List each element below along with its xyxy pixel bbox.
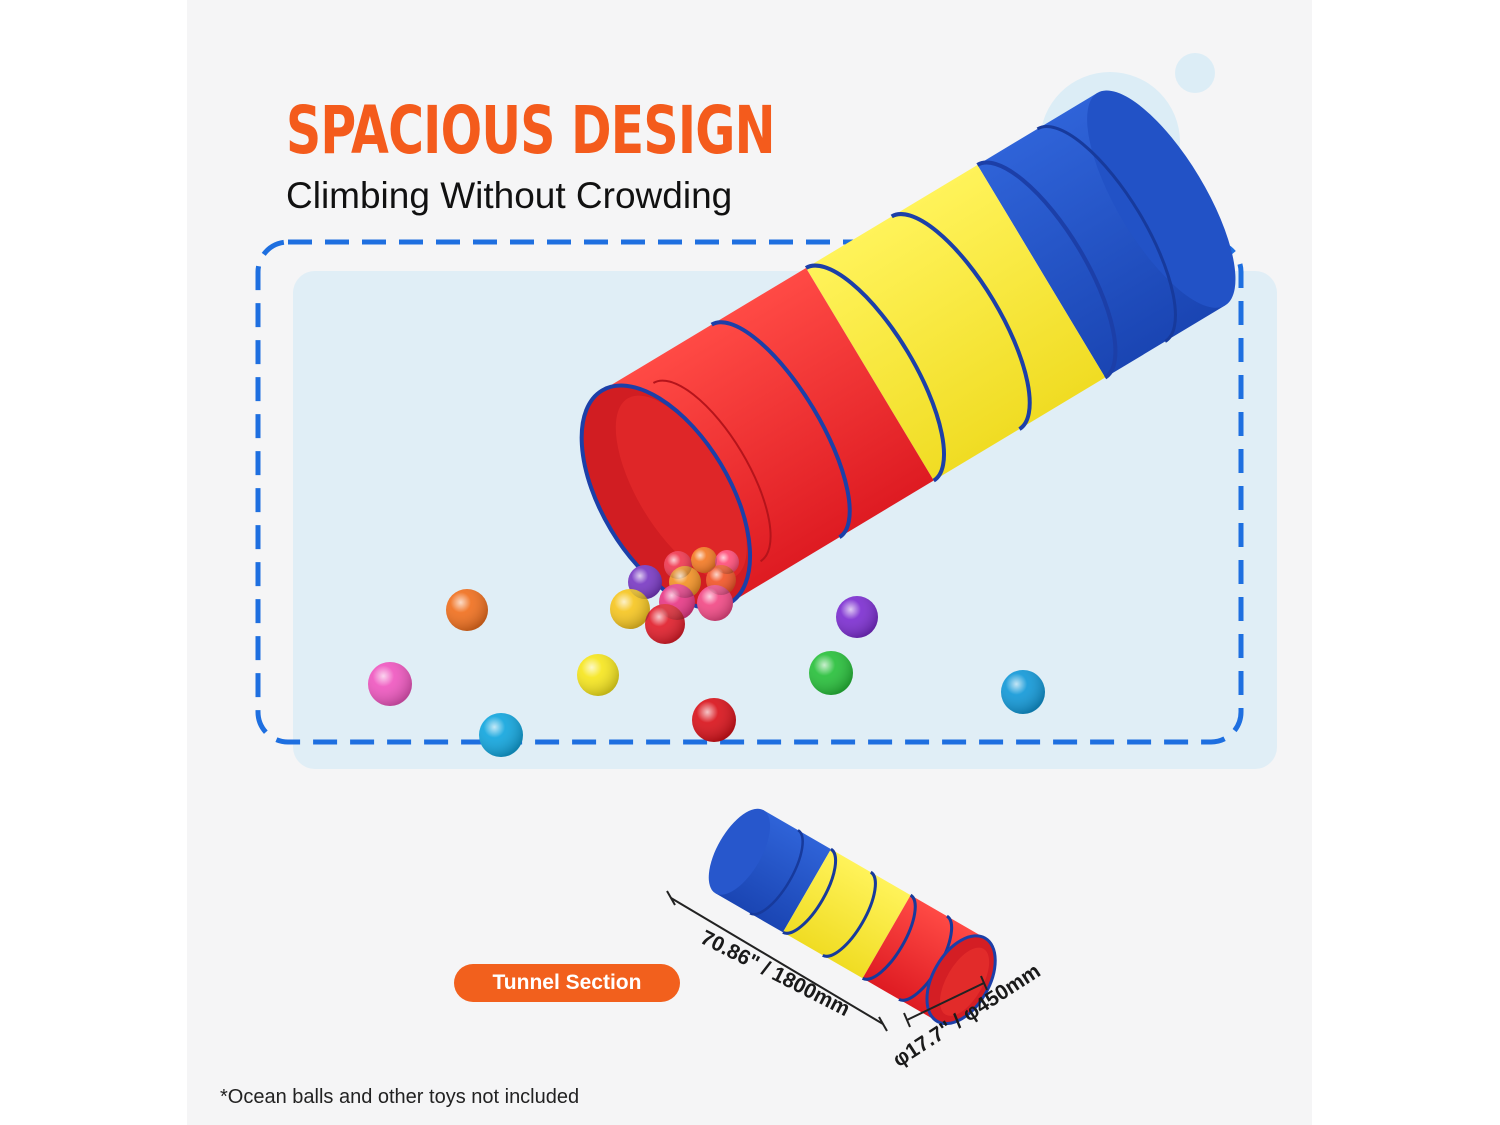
scattered-balls (368, 589, 1045, 757)
page-subtitle: Climbing Without Crowding (286, 175, 733, 216)
disclaimer-footnote: *Ocean balls and other toys not included (220, 1086, 580, 1108)
bubble-small (1175, 53, 1215, 93)
dimension-lines (666, 890, 988, 1032)
tunnel-section-badge: Tunnel Section (454, 964, 680, 1002)
page-title: SPACIOUS DESIGN (286, 92, 776, 169)
product-panel: SPACIOUS DESIGN Climbing Without Crowdin… (187, 0, 1312, 1125)
product-illustration (255, 53, 1277, 1032)
large-tunnel (579, 90, 1236, 644)
dashed-outline (255, 239, 1244, 745)
